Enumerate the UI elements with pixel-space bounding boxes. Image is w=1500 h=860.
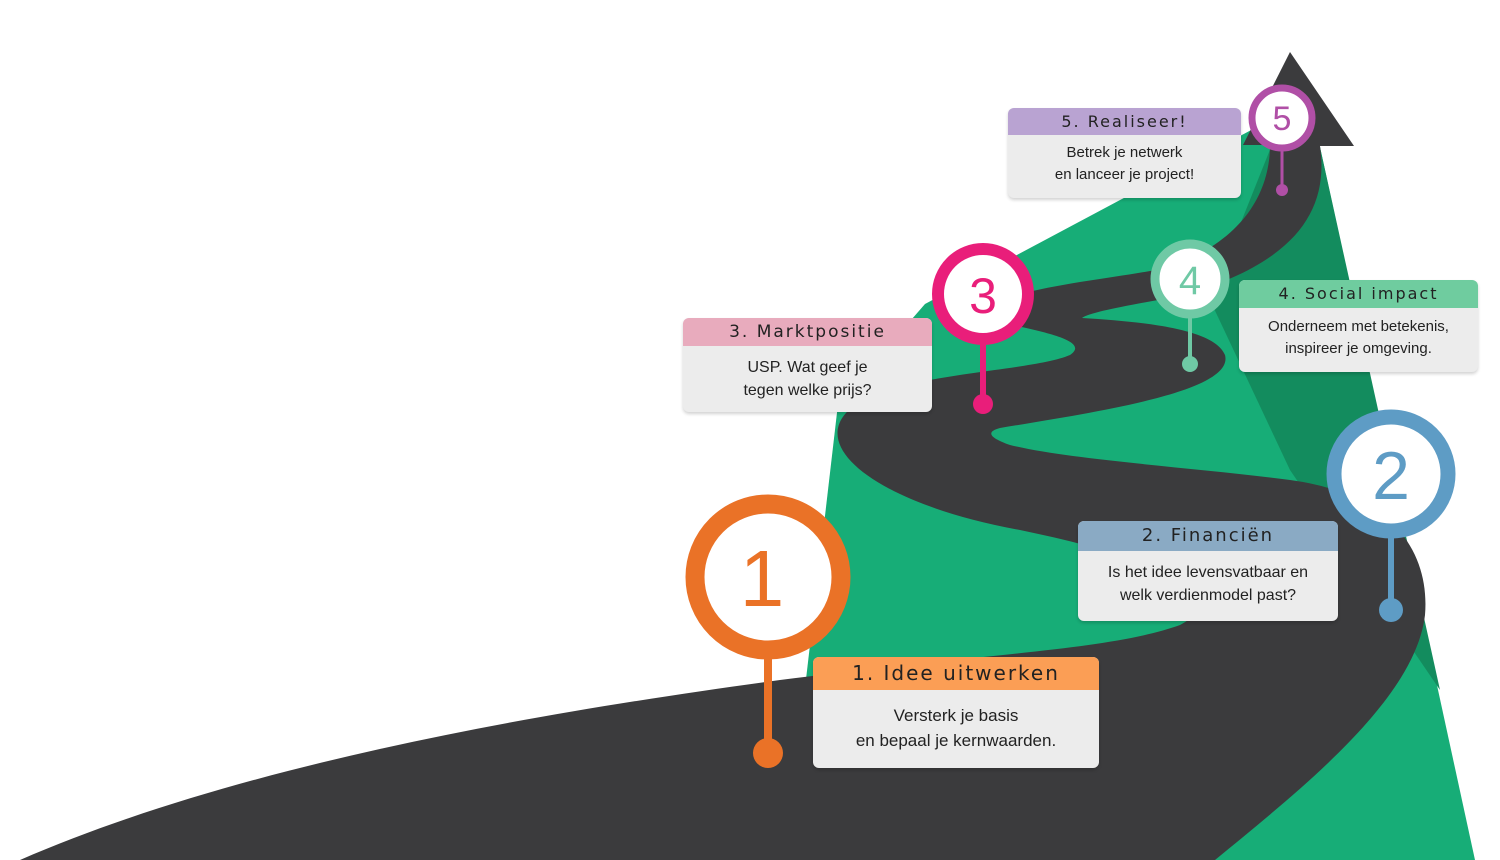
step-2-number: 2 (1372, 438, 1410, 514)
step-1-title: 1. Idee uitwerken (813, 657, 1099, 690)
step-3-title: 3. Marktpositie (683, 318, 932, 346)
step-5-description: Betrek je netwerk en lanceer je project! (1054, 144, 1195, 183)
step-5-ring (1248, 84, 1316, 152)
step-1-ring (685, 494, 851, 660)
step-4-dot (1182, 356, 1198, 372)
step-1-dot (753, 738, 783, 768)
step-3-ring (932, 243, 1034, 345)
step-5-number: 5 (1273, 100, 1292, 138)
step-3-description: USP. Wat geef je tegen welke prijs? (743, 359, 872, 399)
step-3-card: 3. Marktpositie USP. Wat geef je tegen w… (683, 318, 932, 412)
step-1-number: 1 (740, 534, 785, 623)
step-4-marker: 4 (1150, 239, 1230, 372)
step-4-number: 4 (1179, 259, 1201, 303)
step-3-number: 3 (969, 268, 997, 324)
step-5-marker: 5 (1248, 84, 1316, 196)
step-1-marker: 1 (685, 494, 851, 768)
step-3-marker: 3 (932, 243, 1034, 414)
step-2-title: 2. Financiën (1078, 521, 1338, 551)
step-3-dot (973, 394, 993, 414)
step-4-description: Onderneem met betekenis, inspireer je om… (1268, 318, 1449, 357)
step-1-card: 1. Idee uitwerken Versterk je basis en b… (813, 657, 1099, 768)
step-1-description: Versterk je basis en bepaal je kernwaard… (855, 706, 1057, 750)
step-4-card: 4. Social impact Onderneem met betekenis… (1239, 280, 1478, 372)
step-5-card: 5. Realiseer! Betrek je netwerk en lance… (1008, 108, 1241, 198)
step-2-card: 2. Financiën Is het idee levensvatbaar e… (1078, 521, 1338, 621)
step-5-dot (1276, 184, 1288, 196)
step-4-title: 4. Social impact (1239, 280, 1478, 308)
step-5-title: 5. Realiseer! (1008, 108, 1241, 135)
step-2-dot (1379, 598, 1403, 622)
step-2-ring (1326, 409, 1456, 539)
step-4-ring (1150, 239, 1230, 319)
step-2-description: Is het idee levensvatbaar en welk verdie… (1107, 564, 1309, 604)
step-2-marker: 2 (1326, 409, 1456, 622)
